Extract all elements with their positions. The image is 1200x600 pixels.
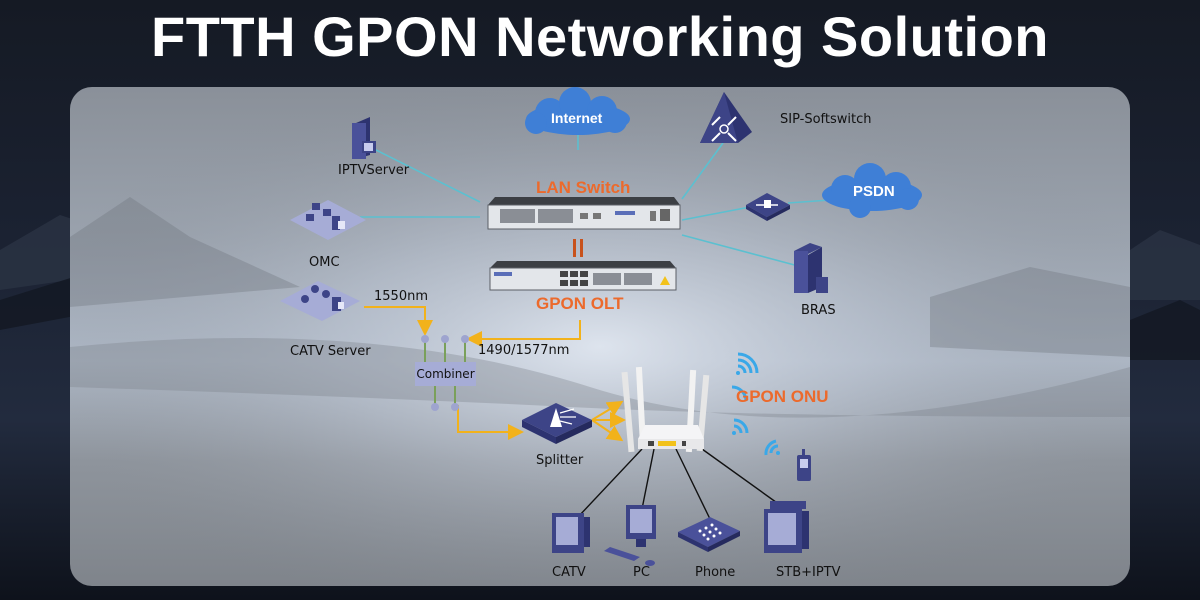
link-router xyxy=(681,206,751,221)
fiber-split-3 xyxy=(591,419,624,442)
cable-catv xyxy=(577,448,643,518)
mountain-left xyxy=(70,197,300,307)
omc-icon xyxy=(290,200,366,240)
fiber-to-splitter xyxy=(457,405,524,440)
wavelength-1550-label: 1550nm xyxy=(374,289,428,304)
internet-cloud-icon xyxy=(525,87,630,135)
link-bras xyxy=(681,234,803,268)
gpon-onu-label: GPON ONU xyxy=(736,387,829,406)
sip-softswitch-label: SIP-Softswitch xyxy=(780,112,872,127)
diagram-panel: Internet PSDN LAN Switch GPON OLT GPON O… xyxy=(70,87,1130,586)
wifi-icons xyxy=(731,352,780,456)
fiber-catv xyxy=(364,306,433,336)
sip-softswitch-icon xyxy=(700,92,752,143)
page-title: FTTH GPON Networking Solution xyxy=(150,5,1049,68)
gateway-router-icon xyxy=(746,193,790,221)
wifi-icon-4 xyxy=(731,385,748,402)
wifi-icon-3 xyxy=(764,439,780,456)
stack-connector-icon xyxy=(573,239,583,257)
diagram-scene xyxy=(70,87,1130,586)
stb-iptv-icon xyxy=(764,501,809,553)
link-psdn xyxy=(787,199,831,204)
fiber-links xyxy=(364,306,626,442)
telephone-icon xyxy=(678,517,740,552)
endpoint-label-stb-iptv: STB+IPTV xyxy=(776,565,841,580)
catv-tv-icon xyxy=(552,513,590,553)
bras-server-icon xyxy=(794,243,828,293)
mist-overlay xyxy=(70,87,1130,586)
mobile-phone-icon xyxy=(797,449,811,481)
pc-icon xyxy=(604,505,656,566)
psdn-cloud-icon xyxy=(822,163,922,218)
fiber-olt xyxy=(466,320,581,347)
lan-switch-icon xyxy=(487,197,681,230)
fiber-split-1 xyxy=(591,400,624,421)
cable-phone xyxy=(675,448,711,520)
endpoint-label-phone: Phone xyxy=(695,565,736,580)
gpon-olt-icon xyxy=(489,261,677,291)
omc-label: OMC xyxy=(309,255,340,270)
catv-server-icon xyxy=(280,281,360,321)
psdn-label: PSDN xyxy=(853,183,895,200)
bras-label: BRAS xyxy=(801,303,836,318)
wavelength-1490-1577-label: 1490/1577nm xyxy=(478,343,570,358)
iptv-server-icon xyxy=(352,117,376,159)
splitter-label: Splitter xyxy=(536,453,584,468)
link-sip xyxy=(681,142,724,200)
gpon-olt-label: GPON OLT xyxy=(536,294,624,313)
cable-stb xyxy=(701,448,781,506)
lan-cables xyxy=(577,448,781,520)
iptv-server-label: IPTVServer xyxy=(338,163,410,178)
gpon-onu-icon xyxy=(621,366,710,453)
cloud-band xyxy=(70,338,1130,418)
link-iptv xyxy=(369,146,481,203)
catv-server-label: CATV Server xyxy=(290,344,371,359)
lan-switch-label: LAN Switch xyxy=(536,178,631,197)
endpoint-label-pc: PC xyxy=(633,565,650,580)
splitter-icon xyxy=(522,403,592,444)
internet-label: Internet xyxy=(551,110,603,126)
endpoint-label-catv: CATV xyxy=(552,565,586,580)
combiner-ports xyxy=(421,335,469,411)
combiner-box: Combiner xyxy=(415,362,476,386)
wifi-icon-2 xyxy=(732,418,749,435)
wifi-icon-1 xyxy=(736,352,759,375)
mountain-right xyxy=(930,267,1130,357)
